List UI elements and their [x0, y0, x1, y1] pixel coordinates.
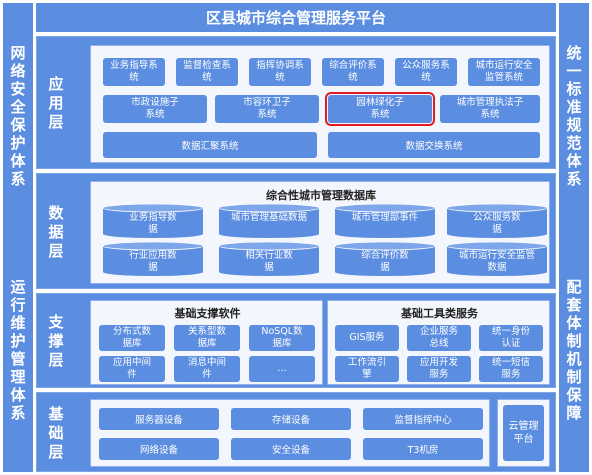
tool-service-item[interactable]: 统一身份认证: [479, 325, 543, 351]
software-item[interactable]: 分布式数据库: [99, 325, 165, 351]
app-system-button[interactable]: 城市运行安全监管系统: [468, 58, 540, 86]
database-cylinder[interactable]: 综合评价数据: [335, 242, 435, 276]
app-system-button[interactable]: 综合评价系统: [322, 58, 384, 86]
server-equipment-item[interactable]: 服务器设备: [99, 408, 219, 430]
application-layer-panel: 业务指导系统 监督检查系统 指挥协调系统 综合评价系统 公众服务系统 城市运行安…: [90, 45, 550, 163]
tool-service-item[interactable]: 企业服务总线: [407, 325, 471, 351]
support-layer-name: 支撑层: [48, 313, 64, 369]
database-cylinder-label: 行业应用数据: [129, 250, 177, 273]
tool-service-item[interactable]: 应用开发服务: [407, 356, 471, 382]
tool-service-item[interactable]: 统一短信服务: [479, 356, 543, 382]
software-item[interactable]: 关系型数据库: [174, 325, 240, 351]
security-equipment-item[interactable]: 安全设备: [231, 438, 351, 460]
app-subsystem-button[interactable]: 市容环卫子系统: [215, 95, 319, 123]
application-layer: 应用层 业务指导系统 监督检查系统 指挥协调系统 综合评价系统 公众服务系统 城…: [36, 36, 556, 169]
database-cylinder-label: 综合评价数据: [361, 250, 409, 273]
support-layer: 支撑层 基础支撑软件 分布式数据库 关系型数据库 NoSQL数据库 应用中间件 …: [36, 293, 556, 388]
database-cylinder-label: 公众服务数据: [473, 212, 521, 235]
application-layer-name: 应用层: [48, 75, 64, 131]
software-item[interactable]: 消息中间件: [174, 356, 240, 382]
database-cylinder[interactable]: 相关行业数据: [219, 242, 319, 276]
data-aggregation-system-button[interactable]: 数据汇聚系统: [103, 132, 317, 158]
software-item[interactable]: NoSQL数据库: [249, 325, 315, 351]
app-system-button[interactable]: 业务指导系统: [103, 58, 165, 86]
data-layer-panel: 综合性城市管理数据库 业务指导数据 城市管理基础数据 城市管理部事件 公众服务数据行业…: [90, 181, 550, 284]
database-cylinder[interactable]: 城市管理基础数据: [219, 204, 319, 238]
database-cylinder-label: 城市管理部事件: [351, 212, 419, 223]
database-cylinder[interactable]: 城市管理部事件: [335, 204, 435, 238]
app-subsystem-button[interactable]: 城市管理执法子系统: [440, 95, 540, 123]
basic-tools-panel: 基础工具类服务 GIS服务 企业服务总线 统一身份认证 工作流引擎 应用开发服务…: [327, 300, 550, 385]
cloud-management-platform-item[interactable]: 云管理平台: [503, 405, 544, 461]
database-cylinder[interactable]: 城市运行安全监管数据: [447, 242, 547, 276]
database-cylinder[interactable]: 业务指导数据: [103, 204, 203, 238]
database-cylinder-label: 城市运行安全监管数据: [459, 250, 536, 273]
basic-software-panel: 基础支撑软件 分布式数据库 关系型数据库 NoSQL数据库 应用中间件 消息中间…: [90, 300, 323, 385]
tool-service-item[interactable]: 工作流引擎: [335, 356, 399, 382]
database-cylinder-label: 相关行业数据: [245, 250, 293, 273]
database-cylinder[interactable]: 行业应用数据: [103, 242, 203, 276]
platform-title-bar: 区县城市综合管理服务平台: [36, 3, 556, 32]
database-cylinder-label: 业务指导数据: [129, 212, 177, 235]
basic-tools-header: 基础工具类服务: [401, 307, 478, 320]
basic-software-header: 基础支撑软件: [174, 307, 241, 320]
right-side-bottom-label: 配套体制机制保障: [566, 278, 582, 422]
base-layer-panel: 服务器设备 存储设备 监督指挥中心 网络设备 安全设备 T3机房: [90, 399, 490, 467]
right-side-top-label: 统一标准规范体系: [566, 43, 582, 188]
app-system-button[interactable]: 公众服务系统: [395, 58, 457, 86]
t3-machine-room-item[interactable]: T3机房: [363, 438, 483, 460]
base-layer: 基础层 服务器设备 存储设备 监督指挥中心 网络设备 安全设备 T3机房 云管理…: [36, 392, 556, 472]
data-layer: 数据层 综合性城市管理数据库 业务指导数据 城市管理基础数据 城市管理部事件 公众服务…: [36, 173, 556, 289]
software-item[interactable]: 应用中间件: [99, 356, 165, 382]
data-layer-name: 数据层: [48, 203, 64, 260]
software-item-more[interactable]: …: [249, 356, 315, 382]
supervision-command-center-item[interactable]: 监督指挥中心: [363, 408, 483, 430]
app-subsystem-button-highlighted[interactable]: 园林绿化子系统: [325, 92, 435, 126]
data-exchange-system-button[interactable]: 数据交换系统: [328, 132, 540, 158]
base-layer-name: 基础层: [48, 404, 64, 461]
database-cylinder[interactable]: 公众服务数据: [447, 204, 547, 238]
app-subsystem-button[interactable]: 市政设施子系统: [103, 95, 207, 123]
network-equipment-item[interactable]: 网络设备: [99, 438, 219, 460]
storage-equipment-item[interactable]: 存储设备: [231, 408, 351, 430]
right-side-bar: 统一标准规范体系 配套体制机制保障: [559, 3, 589, 472]
left-side-bottom-label: 运行维护管理体系: [10, 278, 26, 422]
tool-service-item[interactable]: GIS服务: [335, 325, 399, 351]
database-cylinder-label: 城市管理基础数据: [231, 212, 308, 223]
app-system-button[interactable]: 监督检查系统: [176, 58, 238, 86]
platform-title: 区县城市综合管理服务平台: [205, 9, 386, 27]
app-system-button[interactable]: 指挥协调系统: [249, 58, 311, 86]
left-side-top-label: 网络安全保护体系: [10, 43, 26, 188]
database-header: 综合性城市管理数据库: [266, 189, 376, 202]
cloud-platform-panel: 云管理平台: [497, 399, 550, 467]
left-side-bar: 网络安全保护体系 运行维护管理体系: [3, 3, 33, 472]
